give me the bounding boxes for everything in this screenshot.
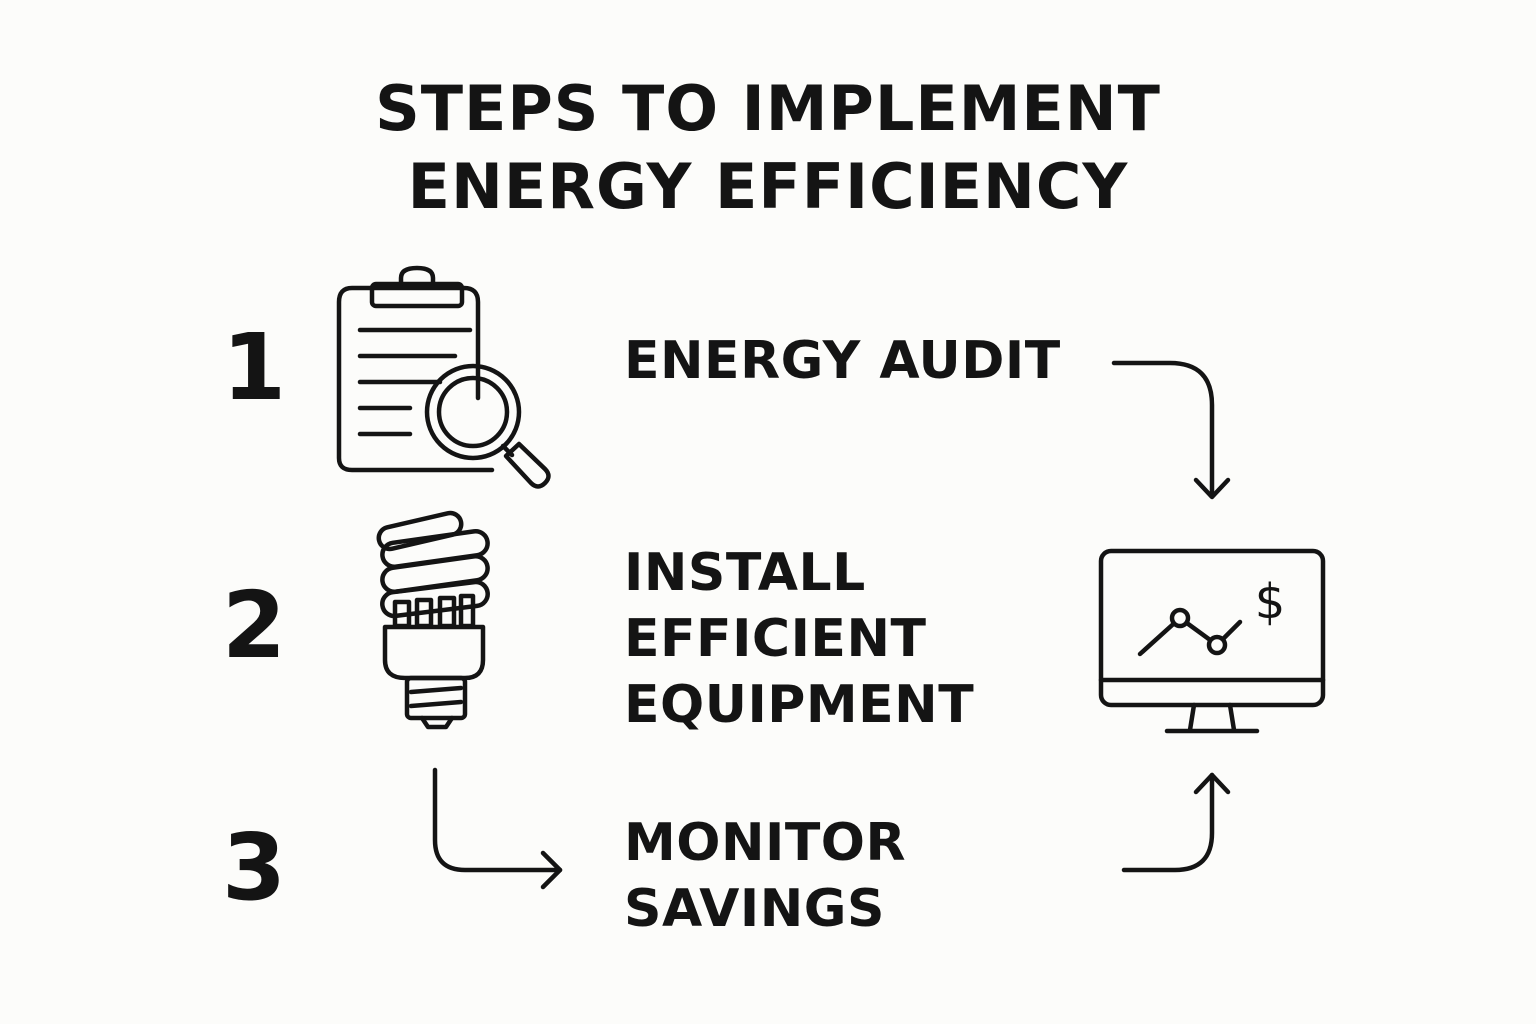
arrow-install-to-monitor-savings [432,767,563,890]
step-1-label: ENERGY AUDIT [624,328,1061,394]
title-line-1: STEPS TO IMPLEMENT [375,72,1161,145]
arrow-savings-to-monitor [1121,772,1231,873]
cfl-bulb-icon [376,510,490,730]
clipboard-magnifier-icon [336,265,551,489]
step-3-label-line-1: MONITOR [624,813,907,873]
step-1-label-line-1: ENERGY AUDIT [624,331,1061,391]
step-3-label: MONITOR SAVINGS [624,810,906,942]
monitor-chart-icon: $ [1098,548,1326,734]
dollar-sign: $ [1255,574,1286,630]
step-3-number: 3 [222,814,287,921]
step-2-label-line-2: EFFICIENT [624,609,927,669]
step-1-number: 1 [222,314,287,421]
step-2-label-line-1: INSTALL [624,543,866,603]
step-2-number: 2 [222,572,287,679]
step-3-label-line-2: SAVINGS [624,879,885,939]
step-2-label-line-3: EQUIPMENT [624,675,975,735]
title-line-2: ENERGY EFFICIENCY [407,150,1129,223]
arrow-audit-to-monitor [1111,360,1231,500]
step-2-label: INSTALL EFFICIENT EQUIPMENT [624,540,974,738]
page-title: STEPS TO IMPLEMENT ENERGY EFFICIENCY [0,70,1536,226]
